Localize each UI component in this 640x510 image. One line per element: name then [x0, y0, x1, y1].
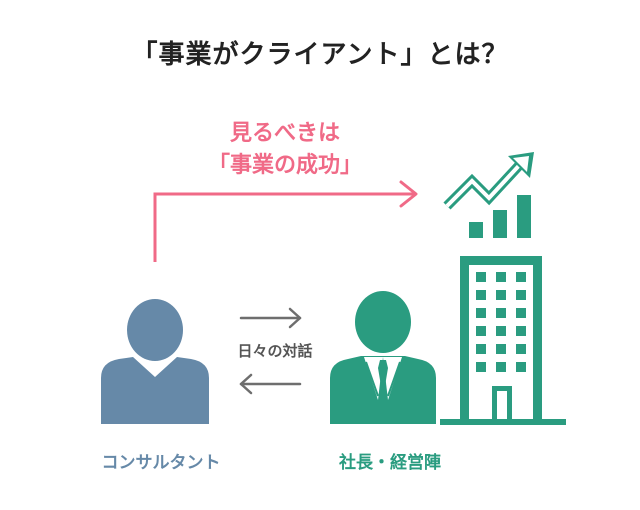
arrow-left-icon: [239, 373, 302, 395]
dialogue-label: 日々の対話: [237, 342, 313, 360]
executive-person-icon: [330, 291, 436, 424]
arrow-right-icon: [239, 307, 302, 329]
diagram-title: 「事業がクライアント」とは？: [131, 40, 509, 70]
focus-caption: 見るべきは 「事業の成功」: [170, 118, 400, 182]
office-building-icon: [440, 256, 566, 425]
consultant-person-icon: [101, 299, 209, 424]
consultant-label: コンサルタント: [101, 453, 221, 473]
focus-caption-line1: 見るべきは: [229, 121, 340, 146]
growth-chart-icon: [443, 152, 534, 238]
focus-caption-line2: 「事業の成功」: [207, 153, 362, 178]
executive-label: 社長・経営陣: [339, 453, 441, 473]
focus-arrow: [153, 180, 418, 262]
